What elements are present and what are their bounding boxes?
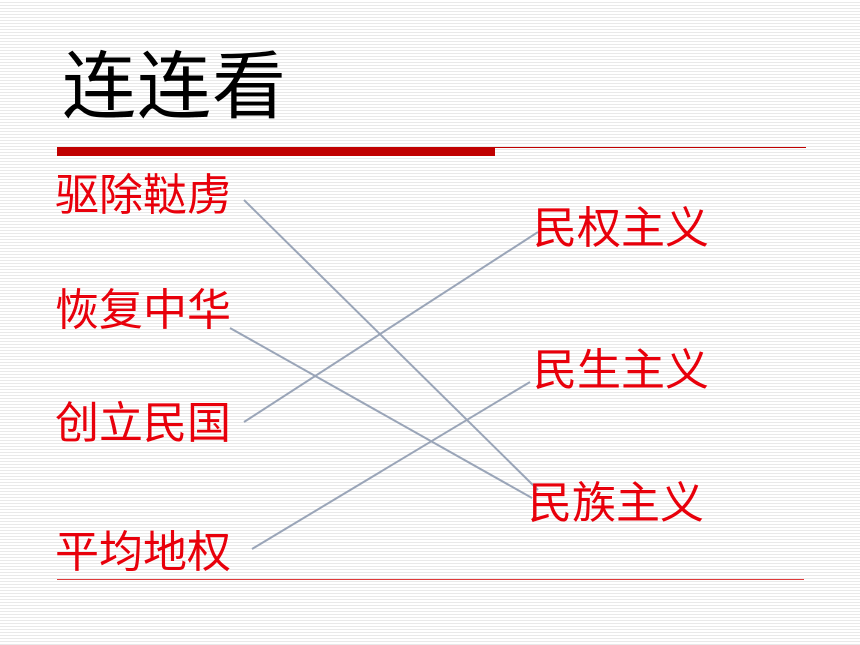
connector-line [243, 231, 539, 423]
bottom-divider [57, 579, 804, 580]
slide-title: 连连看 [62, 44, 287, 130]
left-term-chuangli-minguo: 创立民国 [55, 398, 231, 449]
title-underline-thin [495, 147, 806, 148]
left-term-huifu-zhonghua: 恢复中华 [55, 285, 231, 336]
right-term-minsheng: 民生主义 [533, 345, 709, 396]
connector-line [243, 199, 539, 491]
left-term-pingjun-diquan: 平均地权 [55, 527, 231, 578]
title-underline-thick [57, 147, 495, 156]
right-term-minquan: 民权主义 [533, 203, 709, 254]
connector-line [229, 327, 533, 499]
left-term-quchu-dalu: 驱除鞑虏 [55, 170, 231, 221]
connector-line [251, 381, 531, 550]
right-term-minzu: 民族主义 [528, 478, 704, 529]
